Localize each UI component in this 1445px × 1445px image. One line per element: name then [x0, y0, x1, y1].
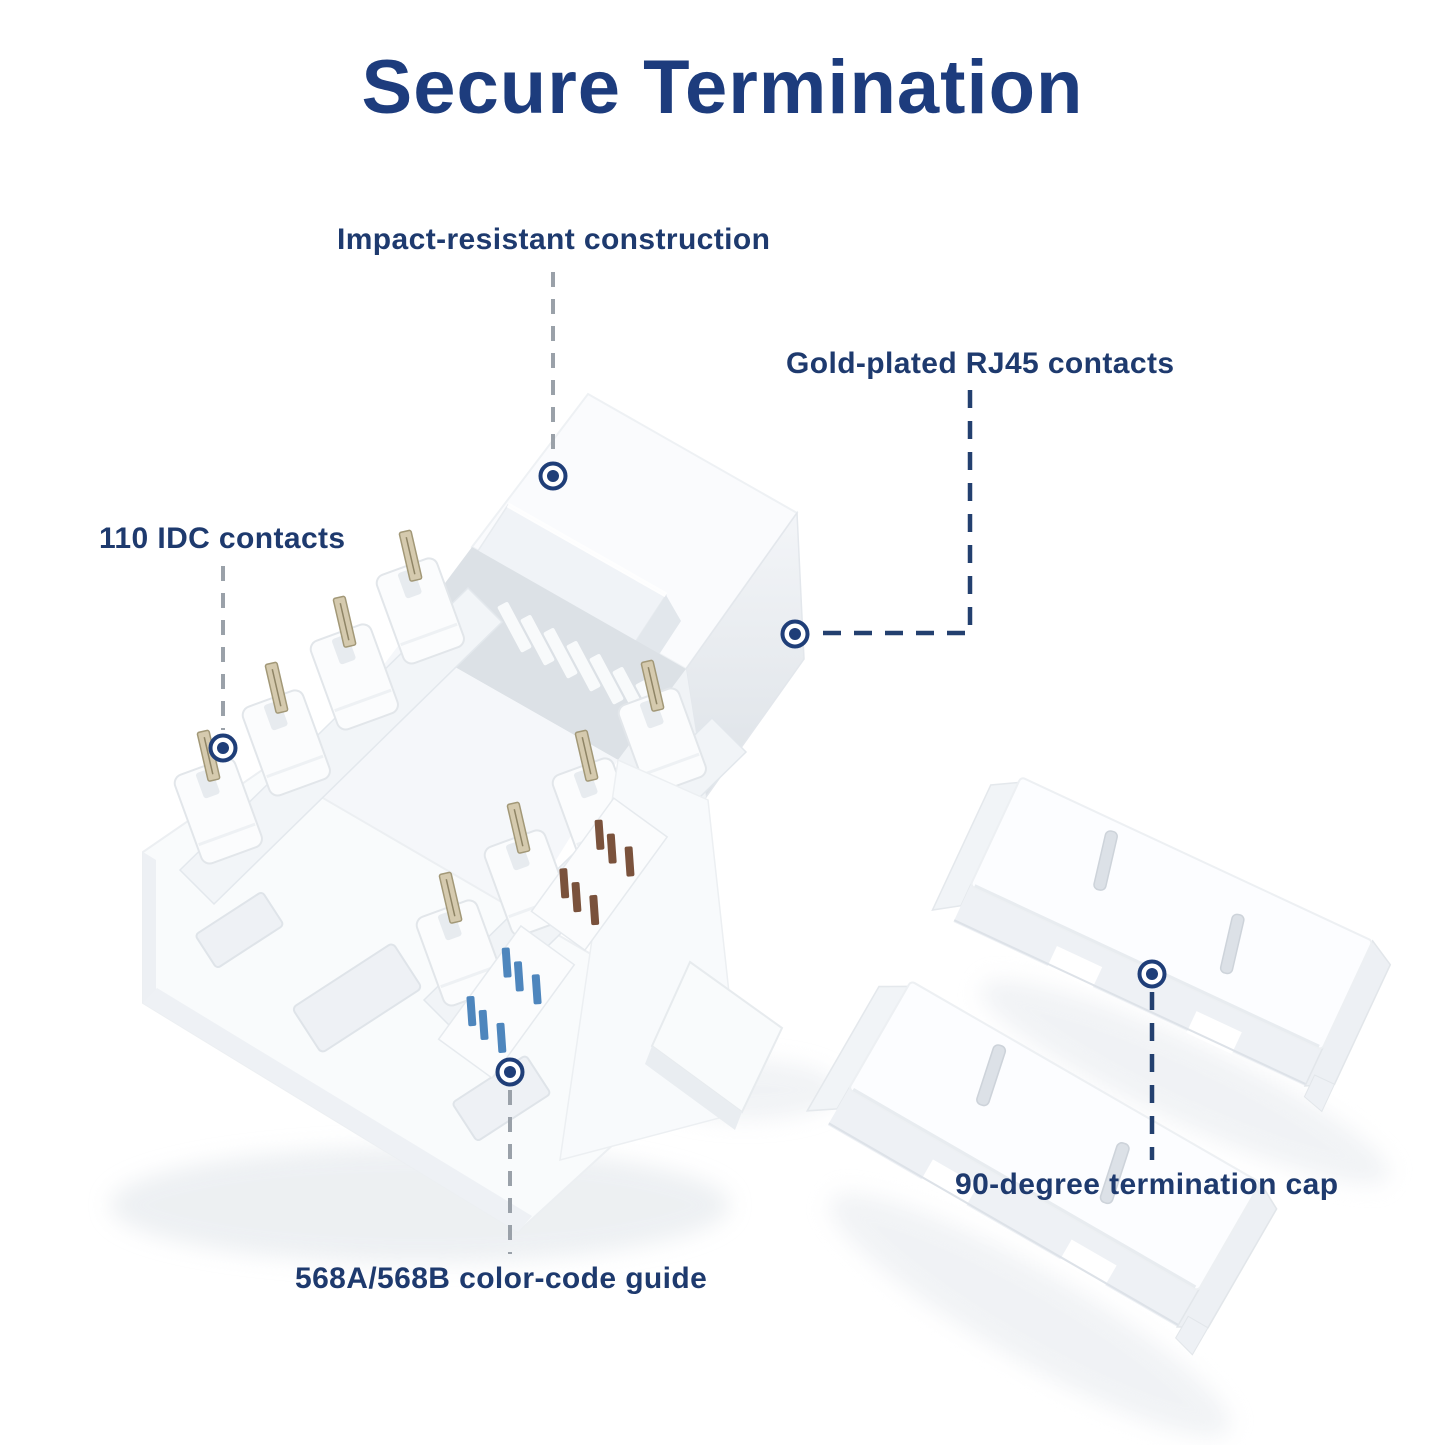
callout-label-gold-contacts: Gold-plated RJ45 contacts	[786, 347, 1175, 380]
callout-label-idc-contacts: 110 IDC contacts	[99, 522, 346, 555]
callout-dot-cap	[1137, 959, 1167, 989]
jack-idc-row-back	[159, 522, 504, 906]
callout-line-gold	[814, 390, 973, 636]
callout-label-color-code: 568A/568B color-code guide	[295, 1262, 708, 1295]
jack-latch-nose	[645, 960, 784, 1130]
jack-color-code-label	[437, 797, 669, 1080]
callout-dot-gold	[780, 619, 810, 649]
page-title: Secure Termination	[361, 45, 1084, 130]
keystone-jack	[142, 392, 805, 1234]
callout-label-impact: Impact-resistant construction	[337, 223, 771, 256]
callout-label-termination-cap: 90-degree termination cap	[955, 1168, 1339, 1201]
callout-lines	[208, 272, 1167, 1254]
callout-dot-idc	[208, 733, 238, 763]
callout-dot-impact	[538, 461, 568, 491]
callout-dot-color-code	[495, 1057, 525, 1087]
